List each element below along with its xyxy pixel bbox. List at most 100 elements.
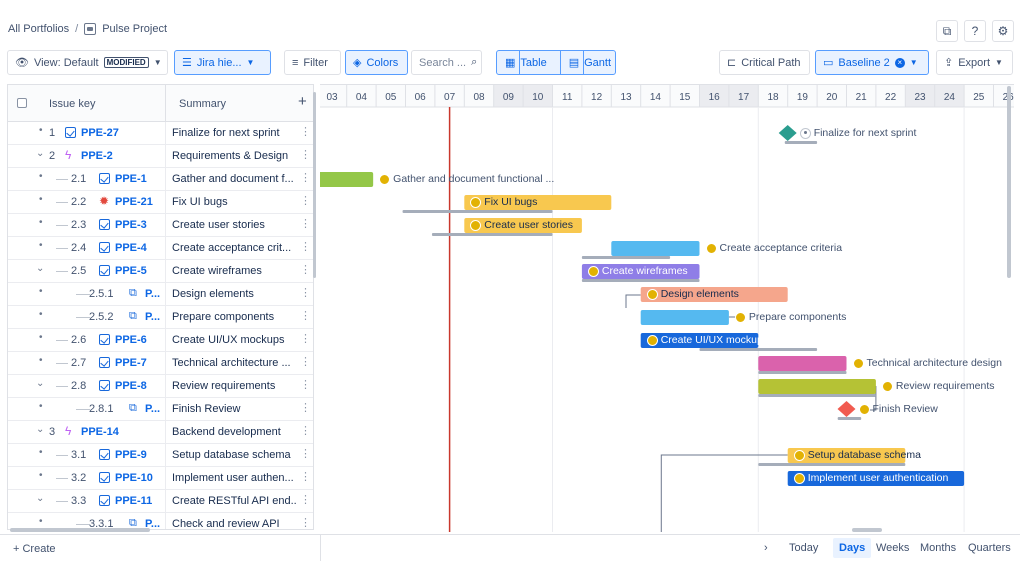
row-menu-icon[interactable]: ⋮ — [300, 517, 311, 529]
issue-summary[interactable]: Create acceptance crit... — [172, 242, 292, 254]
issue-key-link[interactable]: PPE-4 — [115, 242, 147, 254]
expand-chevron-icon[interactable]: ⌄ — [36, 148, 45, 159]
issue-key-link[interactable]: PPE-21 — [115, 196, 153, 208]
view-selector[interactable]: 👁 View: Default MODIFIED ▼ — [7, 50, 168, 75]
task-bar[interactable] — [640, 310, 729, 325]
screen-icon[interactable]: ⧉ — [936, 20, 958, 42]
issue-summary[interactable]: Technical architecture ... — [172, 357, 291, 369]
issue-summary[interactable]: Implement user authen... — [172, 472, 294, 484]
task-bar[interactable] — [787, 471, 965, 486]
row-menu-icon[interactable]: ⋮ — [300, 494, 311, 506]
issue-key-link[interactable]: PPE-3 — [115, 219, 147, 231]
expand-chevron-icon[interactable]: ⌄ — [36, 424, 45, 435]
zoom-quarters-button[interactable]: Quarters — [968, 542, 1011, 554]
issue-summary[interactable]: Check and review API — [172, 518, 280, 530]
row-menu-icon[interactable]: ⋮ — [300, 172, 311, 184]
colors-button[interactable]: ◈ Colors — [345, 50, 408, 75]
row-menu-icon[interactable]: ⋮ — [300, 264, 311, 276]
row-menu-icon[interactable]: ⋮ — [300, 471, 311, 483]
gantt-horizontal-scrollbar[interactable] — [852, 528, 882, 532]
issue-key-link[interactable]: P... — [145, 518, 161, 530]
task-bar[interactable] — [611, 241, 700, 256]
zoom-today-button[interactable]: Today — [789, 542, 819, 554]
row-menu-icon[interactable]: ⋮ — [300, 126, 311, 138]
issue-summary[interactable]: Backend development — [172, 426, 281, 438]
issue-summary[interactable]: Requirements & Design — [172, 150, 289, 162]
zoom-months-button[interactable]: Months — [920, 542, 957, 554]
task-bar[interactable] — [464, 195, 612, 210]
search-input[interactable]: Search ... ⌕ — [411, 50, 482, 75]
task-bar[interactable] — [320, 172, 374, 187]
table-row[interactable]: •3.3.1⧉P...Check and review API⋮ — [8, 513, 313, 530]
hierarchy-selector[interactable]: ☰ Jira hie... ▼ — [174, 50, 271, 75]
issue-summary[interactable]: Gather and document f... — [172, 173, 294, 185]
create-issue-button[interactable]: + Create — [13, 543, 56, 555]
task-bar[interactable] — [581, 264, 700, 279]
issue-summary[interactable]: Create wireframes — [172, 265, 262, 277]
task-bar[interactable] — [758, 379, 876, 394]
issue-key-link[interactable]: PPE-27 — [81, 127, 119, 139]
issue-summary[interactable]: Prepare components — [172, 311, 275, 323]
task-bar[interactable] — [640, 333, 759, 348]
issue-key-link[interactable]: PPE-2 — [81, 150, 113, 162]
task-bar[interactable] — [758, 356, 847, 371]
select-all-checkbox[interactable] — [17, 98, 27, 108]
column-header-summary[interactable]: Summary — [179, 98, 227, 110]
expand-chevron-icon[interactable]: ⌄ — [36, 493, 45, 504]
row-menu-icon[interactable]: ⋮ — [300, 333, 311, 345]
zoom-days-button[interactable]: Days — [833, 538, 872, 558]
breadcrumb-project[interactable]: Pulse Project — [102, 23, 168, 35]
table-vertical-scrollbar[interactable] — [313, 92, 316, 278]
gantt-vertical-scrollbar[interactable] — [1007, 86, 1011, 278]
task-bar[interactable] — [640, 287, 788, 302]
help-icon[interactable]: ? — [964, 20, 986, 42]
issue-key-link[interactable]: PPE-7 — [115, 357, 147, 369]
add-column-button[interactable]: + — [298, 93, 307, 110]
row-menu-icon[interactable]: ⋮ — [300, 149, 311, 161]
row-menu-icon[interactable]: ⋮ — [300, 402, 311, 414]
table-row[interactable]: •2.5.1⧉P...Design elements⋮ — [8, 283, 313, 306]
issue-key-link[interactable]: P... — [145, 403, 161, 415]
issue-key-link[interactable]: P... — [145, 288, 161, 300]
table-row[interactable]: •2.5.2⧉P...Prepare components⋮ — [8, 306, 313, 329]
row-menu-icon[interactable]: ⋮ — [300, 241, 311, 253]
issue-summary[interactable]: Create UI/UX mockups — [172, 334, 285, 346]
issue-summary[interactable]: Design elements — [172, 288, 254, 300]
issue-key-link[interactable]: PPE-5 — [115, 265, 147, 277]
breadcrumb-root[interactable]: All Portfolios — [8, 23, 70, 35]
issue-key-link[interactable]: PPE-11 — [115, 495, 153, 507]
task-bar[interactable] — [464, 218, 582, 233]
table-horizontal-scrollbar[interactable] — [10, 528, 150, 532]
row-menu-icon[interactable]: ⋮ — [300, 448, 311, 460]
row-menu-icon[interactable]: ⋮ — [300, 195, 311, 207]
issue-summary[interactable]: Create RESTful API end... — [172, 495, 297, 507]
issue-key-link[interactable]: PPE-14 — [81, 426, 119, 438]
row-menu-icon[interactable]: ⋮ — [300, 425, 311, 437]
row-menu-icon[interactable]: ⋮ — [300, 218, 311, 230]
gear-icon[interactable]: ⚙ — [992, 20, 1014, 42]
row-menu-icon[interactable]: ⋮ — [300, 310, 311, 322]
column-header-issue-key[interactable]: Issue key — [49, 98, 96, 110]
baseline-selector[interactable]: ▭ Baseline 2 × ▼ — [815, 50, 929, 75]
zoom-weeks-button[interactable]: Weeks — [876, 542, 910, 554]
issue-key-link[interactable]: PPE-1 — [115, 173, 147, 185]
filter-button[interactable]: ≡ Filter — [284, 50, 341, 75]
issue-summary[interactable]: Create user stories — [172, 219, 265, 231]
row-menu-icon[interactable]: ⋮ — [300, 287, 311, 299]
expand-chevron-icon[interactable]: ⌄ — [36, 263, 45, 274]
scroll-right-arrow[interactable]: › — [764, 542, 768, 554]
issue-key-link[interactable]: PPE-6 — [115, 334, 147, 346]
issue-summary[interactable]: Fix UI bugs — [172, 196, 228, 208]
